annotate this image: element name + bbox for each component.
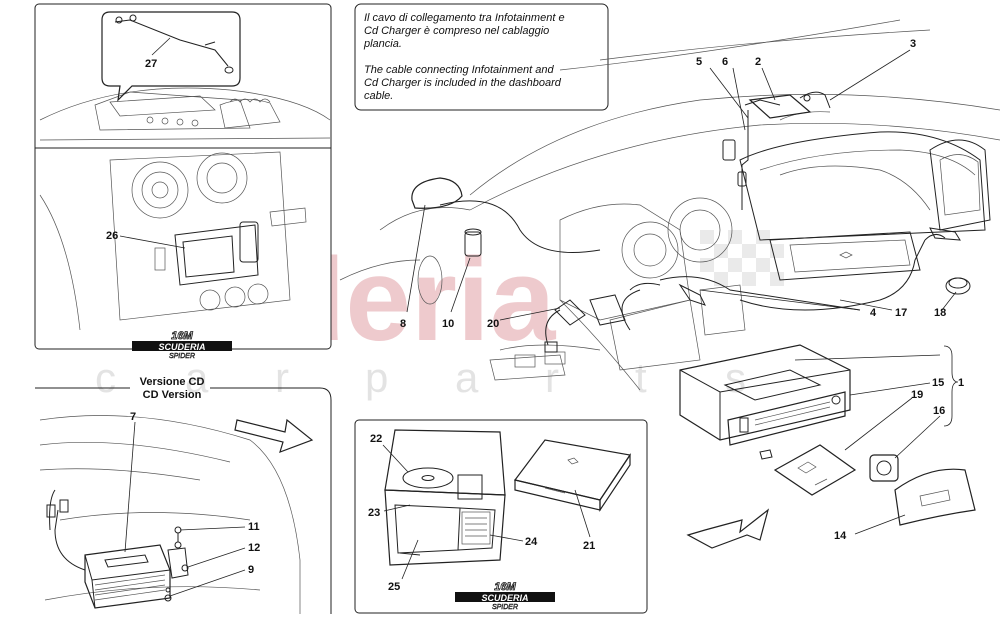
part-label-19: 19 bbox=[911, 389, 923, 401]
leader-lines bbox=[119, 37, 959, 597]
dashboard-drawing bbox=[339, 19, 1000, 391]
note-en-line: cable. bbox=[364, 90, 393, 102]
watermark-letter: r bbox=[275, 354, 291, 401]
logo-middle: SCUDERIA bbox=[158, 342, 205, 352]
logo-bottom: SPIDER bbox=[492, 604, 518, 611]
watermark-letter: p bbox=[365, 354, 390, 401]
watermark-flag bbox=[700, 230, 784, 286]
logo-top: 16M bbox=[494, 581, 516, 593]
head-unit-drawing bbox=[679, 344, 851, 460]
part-label-6: 6 bbox=[722, 56, 728, 68]
part-label-22: 22 bbox=[370, 433, 382, 445]
part-labels: 27 26 8 10 20 5 6 2 3 4 17 18 15 1 19 16… bbox=[106, 38, 964, 593]
cd-version-caption: Versione CD bbox=[140, 376, 205, 388]
cd-kit-panel: 16M SCUDERIA SPIDER bbox=[354, 419, 648, 614]
part-label-4: 4 bbox=[870, 307, 877, 319]
watermark-letter: r bbox=[545, 354, 561, 401]
part-label-24: 24 bbox=[525, 536, 538, 548]
part-label-8: 8 bbox=[400, 318, 406, 330]
part-label-7: 7 bbox=[130, 411, 136, 423]
part-label-11: 11 bbox=[248, 521, 260, 533]
part-label-21: 21 bbox=[583, 540, 595, 552]
part-label-18: 18 bbox=[934, 307, 946, 319]
watermark-letter: a bbox=[455, 354, 480, 401]
cable-27-callout bbox=[101, 11, 241, 102]
part-label-3: 3 bbox=[910, 38, 916, 50]
part-label-14: 14 bbox=[834, 530, 847, 542]
cd-version-panel: Versione CD CD Version bbox=[35, 376, 332, 614]
part-label-27: 27 bbox=[145, 58, 157, 70]
inset-panel-dashboard: 16M SCUDERIA SPIDER bbox=[34, 3, 332, 360]
arrow-icon bbox=[686, 508, 770, 549]
scuderia-logo: 16M SCUDERIA SPIDER bbox=[455, 580, 555, 611]
cd-version-caption: CD Version bbox=[143, 389, 202, 401]
part-label-10: 10 bbox=[442, 318, 454, 330]
watermark-sub: c a r p a r t s bbox=[95, 354, 748, 401]
arrow-icon bbox=[234, 418, 314, 453]
part-label-15: 15 bbox=[932, 377, 944, 389]
note-it-line: plancia. bbox=[363, 38, 402, 50]
note-box: Il cavo di collegamento tra Infotainment… bbox=[354, 3, 609, 111]
part-label-2: 2 bbox=[755, 56, 761, 68]
accessories-drawing bbox=[773, 444, 976, 526]
watermark-letter: a bbox=[185, 354, 210, 401]
logo-bottom: SPIDER bbox=[169, 353, 195, 360]
part-label-1: 1 bbox=[958, 377, 964, 389]
part-label-25: 25 bbox=[388, 581, 400, 593]
part-label-12: 12 bbox=[248, 542, 260, 554]
note-en-line: The cable connecting Infotainment and bbox=[364, 64, 554, 76]
part-label-17: 17 bbox=[895, 307, 907, 319]
part-label-5: 5 bbox=[696, 56, 702, 68]
part-label-20: 20 bbox=[487, 318, 499, 330]
console-drawing bbox=[39, 151, 307, 331]
logo-top: 16M bbox=[171, 330, 193, 342]
part-label-26: 26 bbox=[106, 230, 118, 242]
logo-middle: SCUDERIA bbox=[481, 593, 528, 603]
part-label-16: 16 bbox=[933, 405, 945, 417]
part-label-9: 9 bbox=[248, 564, 254, 576]
note-it-line: Cd Charger è compreso nel cablaggio bbox=[364, 25, 549, 37]
watermark-letter: s bbox=[725, 354, 748, 401]
scuderia-logo: 16M SCUDERIA SPIDER bbox=[132, 330, 232, 360]
watermark-letter: t bbox=[635, 354, 649, 401]
watermark-letter: c bbox=[95, 354, 118, 401]
part-label-23: 23 bbox=[368, 507, 380, 519]
note-it-line: Il cavo di collegamento tra Infotainment… bbox=[364, 12, 565, 24]
note-en-line: Cd Charger is included in the dashboard bbox=[364, 77, 562, 89]
